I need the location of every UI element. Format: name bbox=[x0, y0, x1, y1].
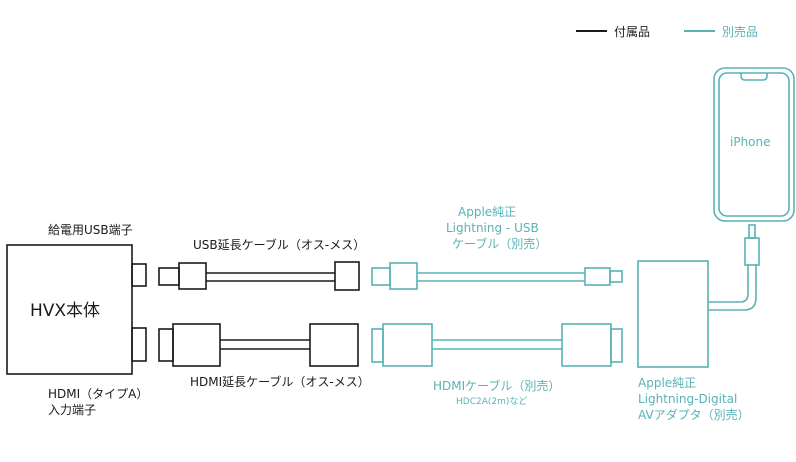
usb-extension-cable: USB延長ケーブル（オス-メス） bbox=[158, 237, 365, 291]
hdmi-cable: HDMIケーブル（別売） HDC2A(2m)など bbox=[371, 323, 623, 407]
legend: 付属品 別売品 bbox=[576, 24, 758, 39]
usb-extension-cable-label: USB延長ケーブル（オス-メス） bbox=[193, 237, 365, 252]
hdmi-extension-cable-label: HDMI延長ケーブル（オス-メス） bbox=[190, 374, 370, 389]
iphone: iPhone bbox=[713, 67, 795, 222]
legend-separate-label: 別売品 bbox=[722, 24, 758, 39]
hvx-unit: HVX本体 給電用USB端子 HDMI（タイプA） 入力端子 bbox=[6, 223, 148, 417]
hvx-hdmi-port-label-1: HDMI（タイプA） bbox=[48, 387, 148, 401]
hvx-unit-label: HVX本体 bbox=[30, 301, 100, 321]
hvx-usb-port bbox=[131, 263, 147, 287]
hvx-usb-port-label: 給電用USB端子 bbox=[48, 223, 133, 237]
lightning-usb-cable-label-3: ケーブル（別売） bbox=[452, 236, 547, 251]
av-adapter-label-1: Apple純正 bbox=[638, 376, 696, 390]
lightning-usb-cable: Apple純正 Lightning - USB ケーブル（別売） bbox=[371, 205, 623, 290]
hvx-hdmi-port-label-2: 入力端子 bbox=[48, 403, 96, 417]
av-adapter-label-3: AVアダプタ（別売） bbox=[638, 407, 750, 422]
hdmi-cable-sublabel: HDC2A(2m)など bbox=[456, 396, 527, 407]
iphone-label: iPhone bbox=[730, 135, 771, 149]
hdmi-extension-cable: HDMI延長ケーブル（オス-メス） bbox=[158, 323, 370, 389]
hvx-hdmi-port bbox=[131, 327, 147, 362]
lightning-usb-cable-label-1: Apple純正 bbox=[458, 205, 516, 219]
av-adapter-label-2: Lightning-Digital bbox=[638, 392, 737, 406]
av-adapter: Apple純正 Lightning-Digital AVアダプタ（別売） bbox=[637, 260, 750, 422]
legend-included-label: 付属品 bbox=[614, 25, 650, 39]
lightning-usb-cable-label-2: Lightning - USB bbox=[446, 221, 539, 235]
adapter-lightning-cable bbox=[708, 224, 760, 311]
hdmi-cable-label: HDMIケーブル（別売） bbox=[433, 378, 560, 393]
